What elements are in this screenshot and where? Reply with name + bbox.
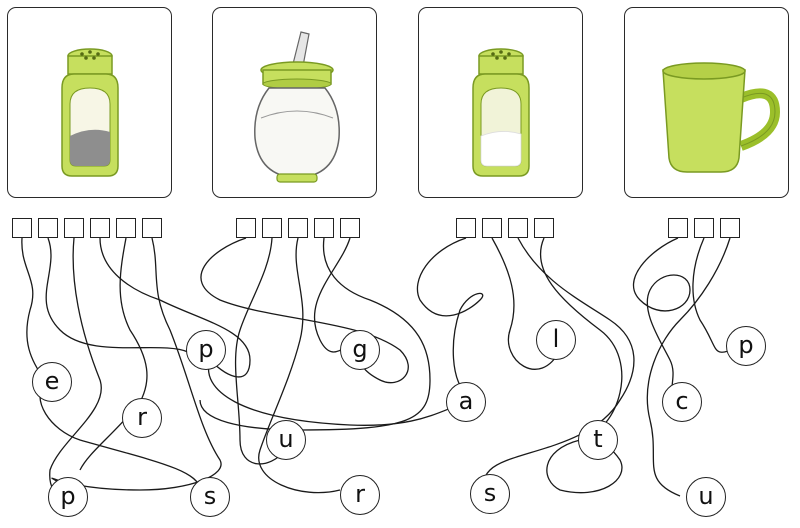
letter-circle[interactable]: e xyxy=(32,362,72,402)
letter-box[interactable] xyxy=(694,218,714,238)
letter-box[interactable] xyxy=(482,218,502,238)
letter-circle[interactable]: s xyxy=(190,477,230,517)
letter-box[interactable] xyxy=(508,218,528,238)
letter-circle[interactable]: c xyxy=(662,382,702,422)
picture-card-salt xyxy=(418,7,583,198)
letter-box[interactable] xyxy=(262,218,282,238)
pepper-shaker-icon xyxy=(61,48,119,177)
letter-box[interactable] xyxy=(90,218,110,238)
letter-box[interactable] xyxy=(116,218,136,238)
letter-box[interactable] xyxy=(720,218,740,238)
letter-circle[interactable]: p xyxy=(186,330,226,370)
picture-card-cup xyxy=(624,7,789,198)
sugar-dispenser-icon xyxy=(254,31,340,183)
letter-box[interactable] xyxy=(142,218,162,238)
cup-icon xyxy=(662,62,781,173)
letter-box[interactable] xyxy=(534,218,554,238)
picture-card-sugar xyxy=(212,7,377,198)
letter-circle[interactable]: u xyxy=(266,420,306,460)
letter-box[interactable] xyxy=(12,218,32,238)
letter-circle[interactable]: t xyxy=(578,420,618,460)
letter-circle[interactable]: p xyxy=(48,477,88,517)
letter-circle[interactable]: a xyxy=(446,382,486,422)
letter-circle[interactable]: r xyxy=(122,398,162,438)
letter-box[interactable] xyxy=(288,218,308,238)
letter-box[interactable] xyxy=(456,218,476,238)
letter-circle[interactable]: p xyxy=(726,326,766,366)
letter-box[interactable] xyxy=(64,218,84,238)
letter-circle[interactable]: g xyxy=(340,330,380,370)
letter-circle[interactable]: l xyxy=(536,320,576,360)
letter-circle[interactable]: r xyxy=(340,475,380,515)
letter-box[interactable] xyxy=(314,218,334,238)
letter-circle[interactable]: u xyxy=(686,477,726,517)
letter-box[interactable] xyxy=(236,218,256,238)
letter-circle[interactable]: s xyxy=(470,474,510,514)
salt-shaker-icon xyxy=(472,48,530,177)
picture-card-pepper xyxy=(7,7,172,198)
letter-box[interactable] xyxy=(38,218,58,238)
letter-box[interactable] xyxy=(668,218,688,238)
letter-box[interactable] xyxy=(340,218,360,238)
